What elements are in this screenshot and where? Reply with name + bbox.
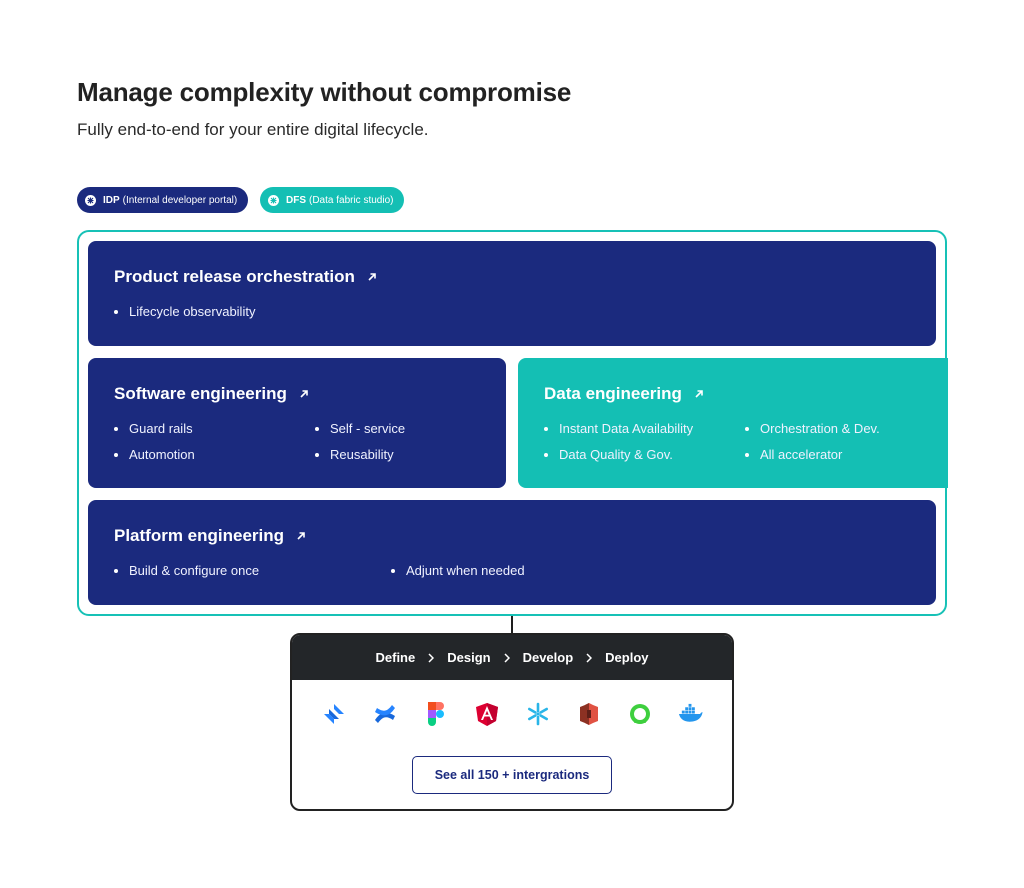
- list-item: Self - service: [315, 421, 405, 436]
- list-item: Lifecycle observability: [114, 304, 255, 319]
- connector-line: [511, 616, 513, 634]
- step-design: Design: [447, 650, 491, 665]
- card-title: Software engineering: [114, 384, 309, 404]
- figma-icon[interactable]: [423, 701, 448, 726]
- chevron-right-icon: [428, 652, 435, 663]
- list-item: Build & configure once: [114, 563, 259, 578]
- step-develop: Develop: [522, 650, 574, 665]
- card-title: Data engineering: [544, 384, 704, 404]
- list-item: Automotion: [114, 447, 195, 462]
- list-item: All accelerator: [745, 447, 842, 462]
- close-icon: [85, 194, 96, 206]
- arrow-up-right-icon[interactable]: [694, 384, 704, 404]
- card-data-engineering[interactable]: Data engineering Instant Data Availabili…: [518, 358, 948, 488]
- arrow-up-right-icon[interactable]: [296, 526, 306, 546]
- card-title-text: Software engineering: [114, 384, 287, 403]
- step-deploy: Deploy: [605, 650, 649, 665]
- page-title: Manage complexity without compromise: [77, 77, 572, 107]
- arrow-up-right-icon[interactable]: [367, 267, 377, 287]
- jira-icon[interactable]: [321, 701, 346, 726]
- page-subtitle: Fully end-to-end for your entire digital…: [77, 120, 429, 139]
- pipeline-steps: Define Design Develop Deploy: [292, 635, 732, 680]
- chevron-right-icon: [504, 652, 510, 663]
- list-item: Reusability: [315, 447, 394, 462]
- card-title-text: Product release orchestration: [114, 267, 355, 286]
- legend-dfs-short: DFS: [286, 194, 306, 206]
- see-all-integrations-button[interactable]: See all 150 + intergrations: [412, 756, 612, 794]
- integration-logos: [292, 701, 732, 726]
- close-icon: [268, 194, 279, 206]
- legend-idp-short: IDP: [103, 194, 120, 206]
- docker-icon[interactable]: [678, 701, 703, 726]
- card-product-release[interactable]: Product release orchestration Lifecycle …: [88, 241, 936, 346]
- legend-dfs-pill[interactable]: DFS (Data fabric studio): [260, 187, 405, 213]
- card-title: Product release orchestration: [114, 267, 377, 287]
- confluence-icon[interactable]: [372, 701, 397, 726]
- list-item: Instant Data Availability: [544, 421, 693, 436]
- list-item: Adjunt when needed: [391, 563, 525, 578]
- circleci-icon[interactable]: [627, 701, 652, 726]
- card-title: Platform engineering: [114, 526, 306, 546]
- snowflake-icon[interactable]: [525, 701, 550, 726]
- legend-idp-pill[interactable]: IDP (Internal developer portal): [77, 187, 249, 213]
- card-title-text: Data engineering: [544, 384, 682, 403]
- arrow-up-right-icon[interactable]: [299, 384, 309, 404]
- integrations-panel: Define Design Develop Deploy: [290, 633, 734, 811]
- chevron-right-icon: [586, 652, 593, 663]
- card-title-text: Platform engineering: [114, 526, 285, 545]
- list-item: Guard rails: [114, 421, 193, 436]
- list-item: Data Quality & Gov.: [544, 447, 673, 462]
- list-item: Orchestration & Dev.: [745, 421, 880, 436]
- card-platform-engineering[interactable]: Platform engineering Build & configure o…: [88, 500, 936, 605]
- step-define: Define: [375, 650, 416, 665]
- legend-idp-long: (Internal developer portal): [122, 194, 238, 206]
- card-software-engineering[interactable]: Software engineering Guard rails Automot…: [88, 358, 506, 488]
- aws-s3-icon[interactable]: [576, 701, 601, 726]
- angular-icon[interactable]: [474, 701, 499, 726]
- legend-dfs-long: (Data fabric studio): [309, 194, 394, 206]
